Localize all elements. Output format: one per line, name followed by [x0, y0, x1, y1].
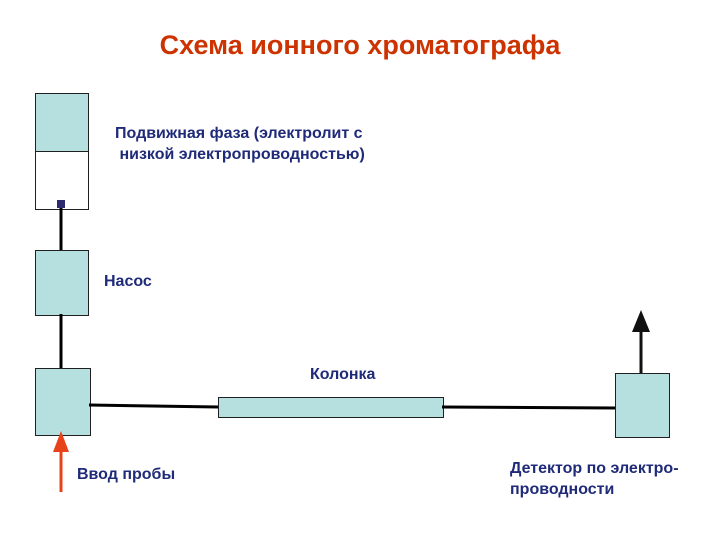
mobile-phase-label: Подвижная фаза (электролит с низкой элек…: [115, 123, 435, 165]
injector-box: [35, 368, 91, 436]
detector-label-line2: проводности: [510, 481, 615, 498]
pump-box: [35, 250, 89, 316]
mobile-phase-label-line1: Подвижная фаза (электролит с: [115, 125, 363, 142]
mobile-phase-reservoir: [35, 93, 89, 153]
detector-label: Детектор по электро- проводности: [510, 458, 710, 500]
detector-box: [615, 373, 670, 438]
sample-inlet-arrow: [53, 431, 69, 492]
pump-label: Насос: [104, 273, 152, 290]
detector-label-line1: Детектор по электро-: [510, 460, 679, 477]
detector-outlet-arrow: [632, 310, 650, 373]
sample-inlet-label: Ввод пробы: [77, 466, 176, 483]
line-column-detector: [441, 405, 616, 410]
diagram-title: Схема ионного хроматографа: [159, 30, 561, 60]
mobile-phase-label-line2: низкой электропроводностью): [115, 146, 365, 163]
column-label: Колонка: [310, 366, 376, 383]
intake-tip: [57, 200, 65, 208]
line-injector-column: [88, 403, 219, 409]
